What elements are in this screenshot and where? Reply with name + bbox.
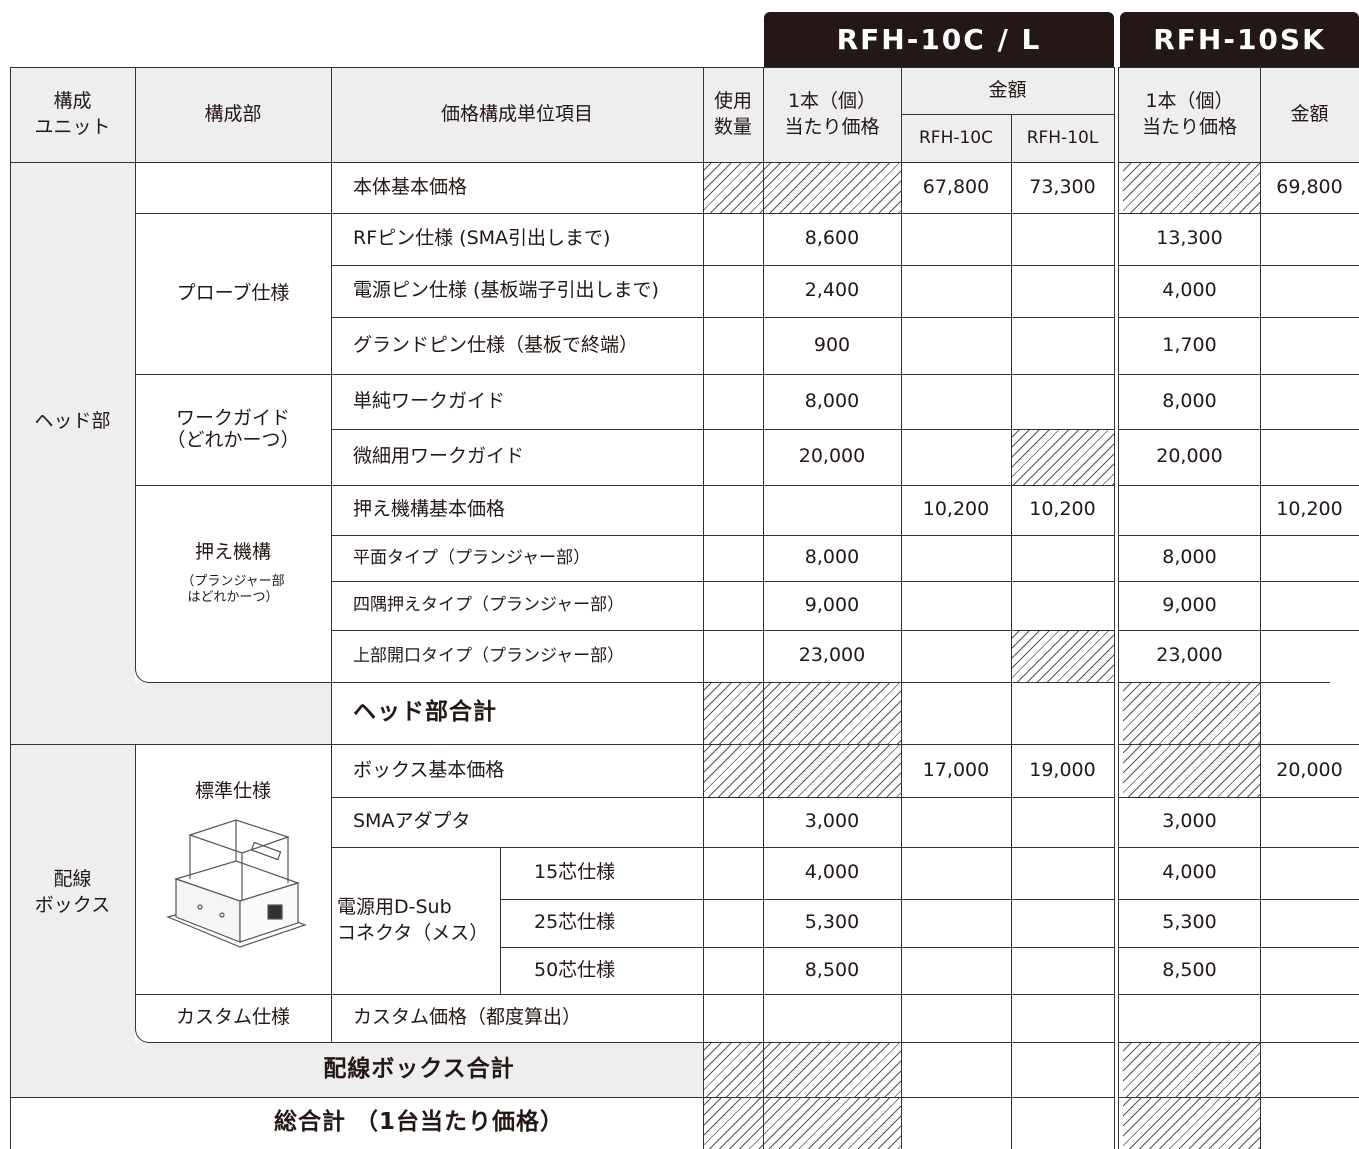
row-label: 本体基本価格 [353,175,468,198]
row-label: 25芯仕様 [534,911,616,934]
unit-price: 8,000 [804,546,860,569]
box-total-label: 配線ボックス合計 [323,1055,515,1082]
row-label: 15芯仕様 [534,861,616,884]
row-label: 微細用ワークガイド [353,445,525,468]
hatch-cell [1011,429,1114,485]
row-label: 平面タイプ（プランジャー部） [353,547,591,568]
unit-price: 20,000 [798,445,866,468]
row-label: RFピン仕様 (SMA引出しまで) [353,227,611,250]
sk-unit-price: 20,000 [1156,445,1223,468]
col-header-sk-unit-price: 1本（個） 当たり価格 [1141,89,1237,138]
part-custom: カスタム仕様 [175,1006,290,1029]
model-header-rfh-10c-l: RFH-10C / L [764,12,1114,67]
amount-c: 67,800 [922,175,990,198]
hatch-cell [1123,162,1260,213]
unit-head: ヘッド部 [34,410,111,433]
part-work-guide: ワークガイド （どれかーつ） [166,406,300,451]
amount-l: 19,000 [1029,758,1096,781]
sk-unit-price: 8,000 [1162,546,1217,569]
amount-c: 17,000 [922,758,990,781]
row-label: 50芯仕様 [534,958,616,981]
box-unit-bg [10,744,135,1097]
row-label: グランドピン仕様（基板で終端） [353,333,639,356]
dsub-label: 電源用D-Sub コネクタ（メス） [337,895,489,944]
row-label: 電源ピン仕様 (基板端子引出しまで) [353,279,659,302]
sk-unit-price: 3,000 [1162,810,1217,833]
hatch-cell [1123,744,1260,797]
amount-l: 10,200 [1029,498,1096,521]
hatch-cell [703,1042,901,1097]
col-header-rfh-10c: RFH-10C [918,127,993,148]
sk-amount: 20,000 [1276,758,1343,781]
unit-price: 9,000 [804,593,860,616]
sk-unit-price: 5,300 [1162,911,1217,934]
unit-price: 5,300 [804,911,860,934]
head-total-bg [10,682,331,744]
col-header-amount: 金額 [988,78,1027,101]
wiring-box-illustration [166,819,307,948]
row-label: カスタム価格（都度算出） [353,1006,582,1029]
head-unit-bg [10,162,135,744]
sk-unit-price: 13,300 [1156,227,1223,250]
head-total-label: ヘッド部合計 [353,699,497,726]
part-probe: プローブ仕様 [176,281,290,304]
col-header-item: 価格構成単位項目 [440,102,593,125]
press-label: 押え機構 [194,541,271,563]
amount-c: 10,200 [922,498,990,521]
sk-unit-price: 4,000 [1162,279,1217,302]
hatch-cell [703,1097,901,1149]
press-note: （プランジャー部 はどれかーつ） [181,574,285,606]
box-total-bg [10,1042,703,1097]
unit-price: 8,600 [804,227,860,250]
row-label: 押え機構基本価格 [353,498,506,521]
col-header-qty: 使用 数量 [713,89,752,138]
hatch-cell [1123,1042,1260,1097]
sk-amount: 69,800 [1276,175,1343,198]
sk-amount: 10,200 [1276,498,1343,521]
row-label: ボックス基本価格 [353,758,505,781]
hatch-cell [703,744,901,797]
row-label: 上部開口タイプ（プランジャー部） [353,645,625,666]
unit-price: 4,000 [804,861,860,884]
unit-price: 23,000 [798,644,866,667]
sk-unit-price: 8,000 [1162,389,1217,412]
sk-unit-price: 9,000 [1162,593,1217,616]
sk-unit-price: 8,500 [1162,958,1217,981]
header-bg [10,67,1359,162]
col-header-sk-amount: 金額 [1290,102,1329,125]
hatch-cell [703,162,901,213]
unit-wiring-box: 配線 ボックス [34,868,111,916]
unit-price: 2,400 [804,279,860,302]
grand-total-label: 総合計 （1台当たり価格） [273,1109,564,1136]
sk-unit-price: 1,700 [1162,333,1217,356]
row-label: 四隅押えタイプ（プランジャー部） [353,595,625,616]
amount-l: 73,300 [1029,175,1096,198]
model-header-rfh-10sk: RFH-10SK [1120,12,1359,67]
hatch-cell [1123,682,1260,744]
part-press: 押え機構 （プランジャー部 はどれかーつ） [135,537,331,607]
unit-price: 3,000 [804,810,860,833]
row-label: SMAアダプタ [353,810,471,833]
col-header-unit: 構成 ユニット [34,89,111,138]
unit-price: 8,000 [804,389,860,412]
col-header-rfh-10l: RFH-10L [1026,127,1099,148]
hatch-cell [1011,630,1114,682]
col-header-unit-price: 1本（個） 当たり価格 [784,89,880,138]
unit-price: 8,500 [804,958,860,981]
unit-price: 900 [813,333,851,356]
row-label: 単純ワークガイド [353,389,506,412]
hatch-cell [703,682,901,744]
col-header-part: 構成部 [204,102,262,125]
part-standard: 標準仕様 [194,780,271,803]
sk-unit-price: 23,000 [1156,644,1223,667]
sk-unit-price: 4,000 [1162,861,1217,884]
hatch-cell [1123,1097,1260,1149]
